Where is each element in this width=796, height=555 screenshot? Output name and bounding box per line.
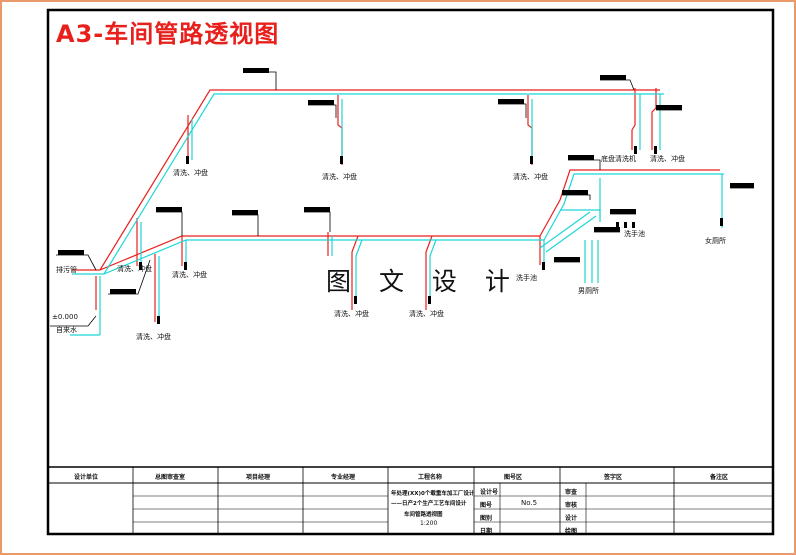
title-block-grid — [48, 466, 773, 534]
label-wash: 清洗、冲盘 — [172, 271, 207, 279]
tb-header: 项目经理 — [246, 474, 271, 481]
label-elevation: ±0.000 — [52, 313, 78, 321]
tb-project-line: 年处理(XX)0个载重车加工厂设计 — [391, 491, 475, 497]
label-wash: 清洗、冲盘 — [136, 333, 171, 341]
tb-sign-field: 绘图 — [565, 528, 578, 535]
tb-drawing-name: 车间管路透视图 — [404, 512, 443, 518]
tb-header: 设计单位 — [74, 474, 99, 481]
tb-header: 工程名称 — [418, 474, 443, 481]
label-machine: 底盘清洗机 — [601, 155, 636, 163]
label-wash: 清洗、冲盘 — [322, 173, 357, 181]
tb-sign-field: 审核 — [565, 502, 578, 509]
tb-field: 日期 — [480, 528, 493, 535]
tb-header: 总图审查室 — [155, 474, 186, 481]
tb-sign-field: 设计 — [565, 515, 578, 522]
tb-header: 备注区 — [710, 474, 729, 481]
label-hand-sink: 洗手池 — [516, 274, 537, 282]
label-wash: 清洗、冲盘 — [513, 173, 548, 181]
tb-field: 图号 — [480, 502, 493, 509]
tb-header: 专业经理 — [331, 474, 356, 481]
tb-sign-field: 审查 — [565, 489, 578, 496]
drawing-title: A3-车间管路透视图 — [56, 20, 280, 48]
tb-field: 设计号 — [480, 489, 499, 496]
water-pipes — [70, 93, 724, 336]
label-wash: 清洗、冲盘 — [334, 310, 369, 318]
label-wash: 清洗、冲盘 — [117, 265, 152, 273]
watermark-text: 图 文 设 计 — [326, 267, 520, 296]
label-wash: 清洗、冲盘 — [173, 169, 208, 177]
tb-header: 图号区 — [504, 474, 523, 481]
tb-field: 图别 — [480, 515, 493, 522]
supply-pipes — [72, 88, 720, 322]
label-wash: 清洗、冲盘 — [650, 155, 685, 163]
tb-scale: 1:200 — [420, 520, 438, 527]
label-hand-sink: 洗手池 — [624, 230, 645, 238]
drawing-frame — [46, 8, 775, 536]
label-drain: 排污管 — [56, 266, 77, 274]
tb-header: 签字区 — [604, 474, 623, 481]
label-wash: 清洗、冲盘 — [409, 310, 444, 318]
valve-blocks — [58, 68, 754, 324]
label-water-supply: 自来水 — [56, 326, 77, 334]
tb-project-line: ——日产2个生产工艺车间设计 — [391, 501, 467, 507]
label-mens-room: 男厕所 — [578, 287, 599, 295]
label-womens-room: 女厕所 — [705, 237, 726, 245]
tb-drawing-number: No.5 — [521, 499, 538, 507]
